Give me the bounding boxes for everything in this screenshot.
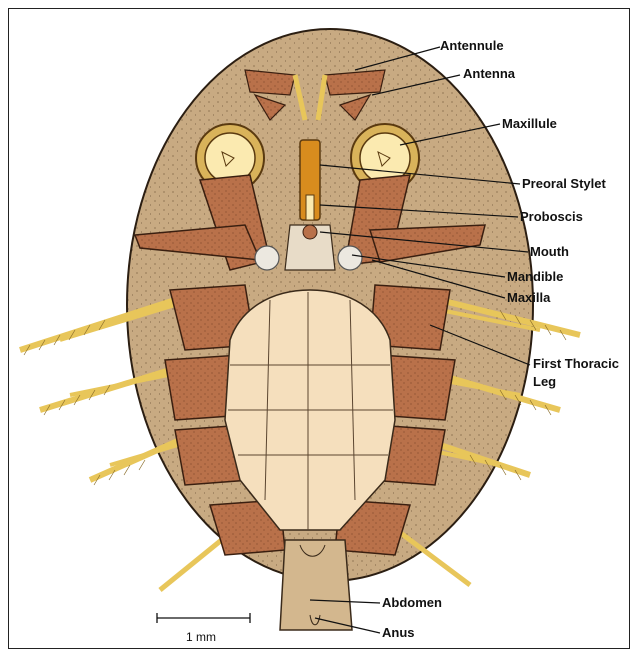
label-first-thoracic-leg-line1: First Thoracic [533,356,619,371]
label-abdomen: Abdomen [382,595,442,610]
abdomen-shape [280,540,352,630]
label-antenna: Antenna [463,66,516,81]
scale-bar-label: 1 mm [186,630,216,644]
label-first-thoracic-leg-line2: Leg [533,374,556,389]
label-proboscis: Proboscis [520,209,583,224]
label-maxillule: Maxillule [502,116,557,131]
label-mandible: Mandible [507,269,563,284]
label-mouth: Mouth [530,244,569,259]
label-anus: Anus [382,625,415,640]
label-maxilla: Maxilla [507,290,551,305]
scale-bar: 1 mm [157,613,250,644]
label-antennule: Antennule [440,38,504,53]
label-preoral-stylet: Preoral Stylet [522,176,606,191]
